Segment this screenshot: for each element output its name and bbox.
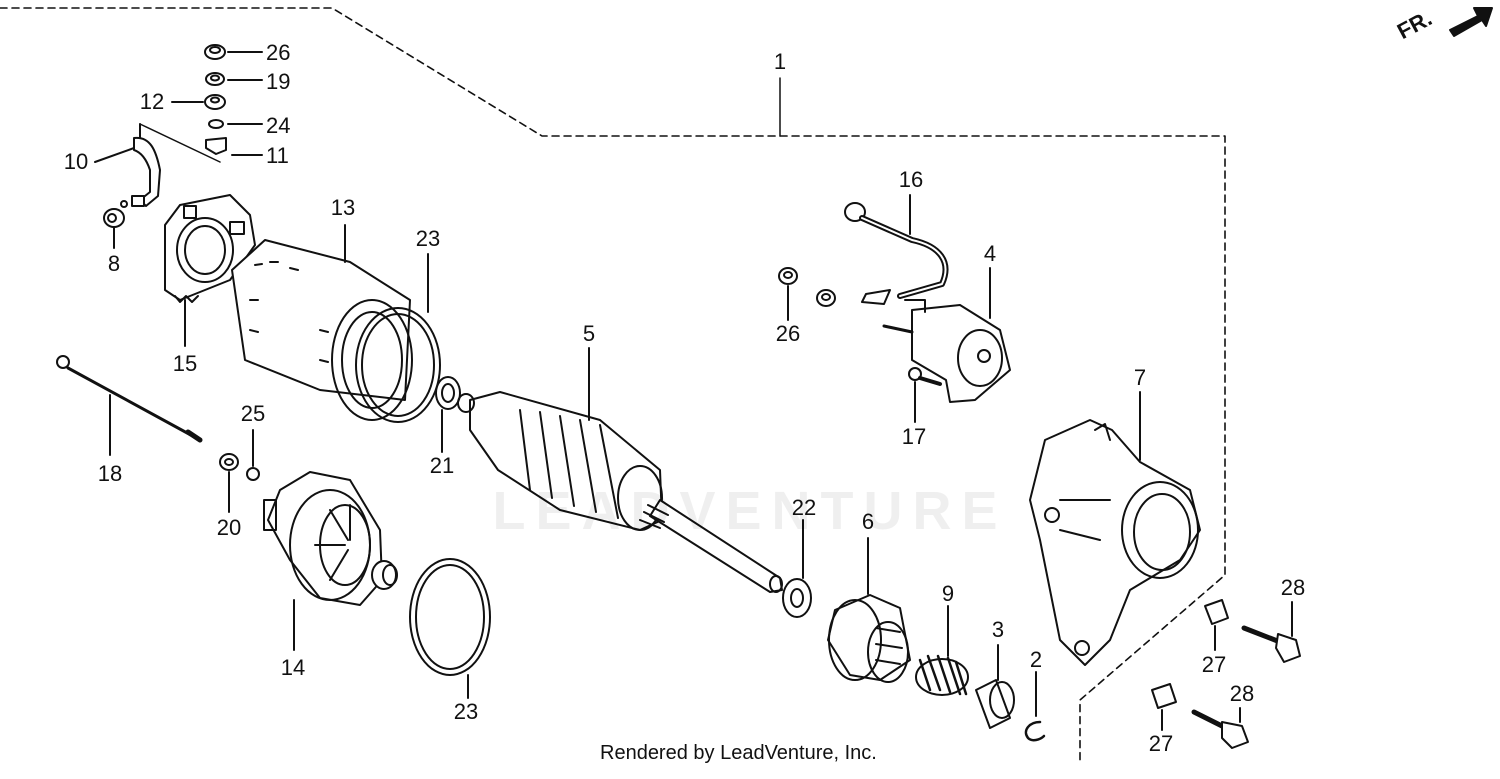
part-label-10: 10 bbox=[63, 149, 89, 174]
dowel-27-upper bbox=[1204, 599, 1229, 651]
hardware-stack bbox=[171, 44, 263, 156]
part-label-13: 13 bbox=[330, 195, 356, 220]
part-label-25: 25 bbox=[240, 401, 266, 426]
part-label-4: 4 bbox=[983, 241, 997, 266]
part-label-21: 21 bbox=[429, 453, 455, 478]
part-label-24: 24 bbox=[266, 113, 291, 138]
part-label-27-upper: 27 bbox=[1201, 652, 1227, 677]
o-ring-23-top bbox=[355, 253, 441, 423]
part-label-26-top: 26 bbox=[266, 40, 291, 65]
dowel-27-lower bbox=[1151, 683, 1177, 731]
o-ring-23-bottom bbox=[409, 558, 491, 699]
part-label-23-top: 23 bbox=[415, 226, 441, 251]
bolt-17 bbox=[908, 367, 942, 423]
part-label-12: 12 bbox=[139, 89, 165, 114]
footer-credit: Rendered by LeadVenture, Inc. bbox=[600, 742, 877, 764]
part-label-14: 14 bbox=[280, 655, 306, 680]
part-label-23-bottom: 23 bbox=[453, 699, 479, 724]
cable-16 bbox=[844, 194, 949, 305]
part-label-22: 22 bbox=[791, 495, 817, 520]
bearing bbox=[371, 560, 398, 590]
nut-8 bbox=[103, 200, 128, 249]
washer-22 bbox=[782, 519, 812, 618]
solenoid-4 bbox=[882, 267, 1011, 403]
bolt-28-lower bbox=[1191, 707, 1249, 749]
rear-cover-14 bbox=[263, 471, 383, 651]
pinion-clutch-6 bbox=[827, 537, 911, 683]
front-direction-arrow bbox=[1449, 7, 1493, 37]
yoke-housing-13 bbox=[231, 224, 413, 421]
part-label-16: 16 bbox=[898, 167, 924, 192]
part-label-5: 5 bbox=[582, 321, 596, 346]
washer-21 bbox=[435, 376, 461, 453]
brush-terminal-10 bbox=[94, 123, 221, 207]
bolt-28-upper bbox=[1241, 601, 1301, 663]
washer-25 bbox=[246, 429, 260, 481]
part-label-27-lower: 27 bbox=[1148, 731, 1174, 756]
washer-20 bbox=[219, 453, 239, 513]
through-bolt-18 bbox=[56, 355, 203, 456]
part-label-2: 2 bbox=[1029, 647, 1043, 672]
part-label-6: 6 bbox=[861, 509, 875, 534]
watermark-text: LEADVENTURE bbox=[492, 481, 1008, 541]
nuts-26-middle bbox=[778, 267, 836, 321]
spring-9 bbox=[915, 605, 969, 696]
part-label-17: 17 bbox=[901, 424, 927, 449]
part-label-7: 7 bbox=[1133, 365, 1147, 390]
part-label-15: 15 bbox=[172, 351, 198, 376]
part-label-8: 8 bbox=[107, 251, 121, 276]
part-label-19: 19 bbox=[266, 69, 291, 94]
part-label-1: 1 bbox=[773, 49, 787, 74]
snap-ring-2 bbox=[1024, 671, 1046, 742]
collar-3 bbox=[975, 644, 1015, 729]
part-label-26-middle: 26 bbox=[775, 321, 801, 346]
front-housing-7 bbox=[1029, 391, 1201, 666]
part-label-18: 18 bbox=[97, 461, 123, 486]
part-label-28-lower: 28 bbox=[1229, 681, 1255, 706]
assembly-outline bbox=[0, 7, 1226, 761]
part-label-9: 9 bbox=[941, 581, 955, 606]
part-label-11: 11 bbox=[266, 143, 289, 168]
armature-5 bbox=[457, 347, 783, 593]
part-label-28-upper: 28 bbox=[1280, 575, 1306, 600]
part-label-3: 3 bbox=[991, 617, 1005, 642]
part-label-20: 20 bbox=[216, 515, 242, 540]
